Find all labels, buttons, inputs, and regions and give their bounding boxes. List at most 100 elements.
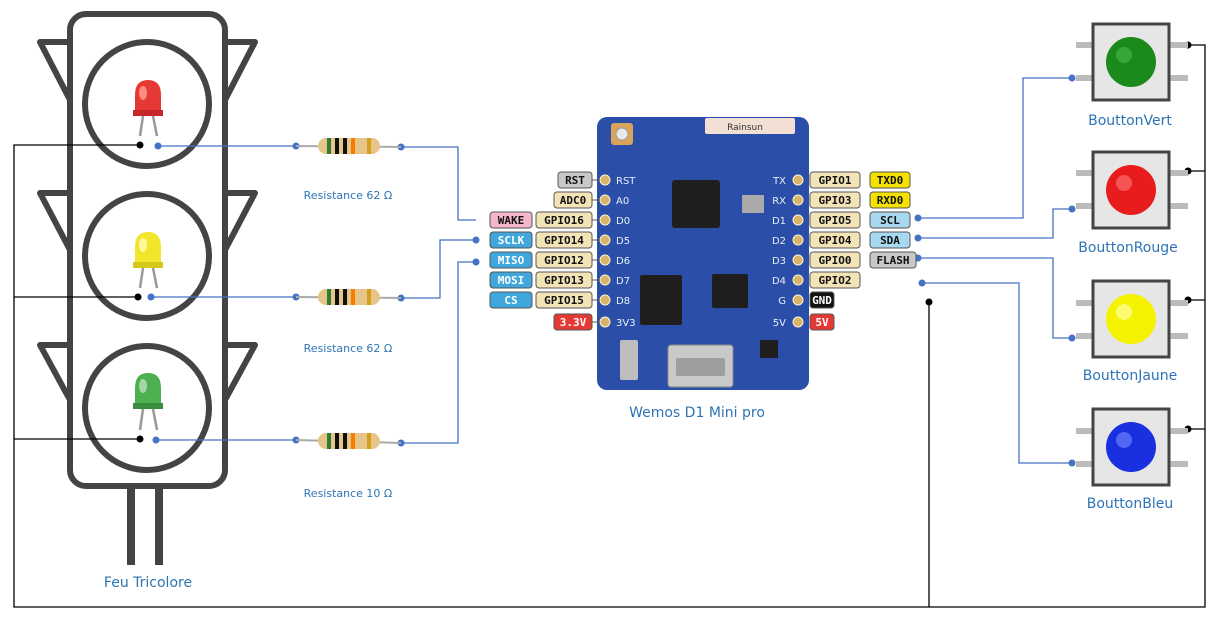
- left-pin-func-box: [489, 211, 533, 229]
- silk-right-label: D2: [772, 236, 786, 247]
- resistor-2-label: Resistance 62 Ω: [304, 342, 393, 355]
- resistor-3: [295, 433, 402, 449]
- right-pin-gpio-box: [809, 271, 861, 289]
- silk-right-label: TX: [772, 176, 786, 187]
- right-pin-gpio-box: [809, 191, 861, 209]
- chip-antenna-label: Rainsun: [727, 123, 763, 133]
- button-red: [1076, 150, 1188, 230]
- resistor-2: [295, 289, 402, 305]
- left-pin-gpio: RST: [565, 174, 585, 187]
- right-pin-func: SCL: [880, 214, 900, 227]
- chip-antenna: [705, 118, 795, 134]
- header-pad: [792, 294, 804, 306]
- board-label: Wemos D1 Mini pro: [629, 405, 765, 421]
- left-pin-gpio: ADC0: [560, 194, 587, 207]
- header-pad: [792, 174, 804, 186]
- header-pad: [599, 254, 611, 266]
- silk-left-label: 3V3: [616, 318, 636, 329]
- right-pin-func-box: [869, 191, 911, 209]
- left-pin-gpio: GPIO12: [544, 254, 584, 267]
- right-pin-func: FLASH: [876, 254, 909, 267]
- silk-right-label: 5V: [773, 318, 786, 329]
- right-pin-gpio-box: [809, 251, 861, 269]
- left-pin-func: CS: [504, 294, 517, 307]
- right-pin-gpio: GND: [812, 294, 832, 307]
- silk-right-label: G: [778, 296, 786, 307]
- silk-right-label: RX: [772, 196, 786, 207]
- left-pin-func: SCLK: [498, 234, 525, 247]
- header-pad: [599, 214, 611, 226]
- right-pin-gpio-box: [809, 171, 861, 189]
- button-blue-label: BouttonBleu: [1087, 496, 1173, 512]
- left-pin-func-box: [489, 291, 533, 309]
- right-pin-func: SDA: [880, 234, 900, 247]
- silk-left-label: D0: [616, 216, 630, 227]
- button-yellow-label: BouttonJaune: [1083, 368, 1178, 384]
- resistor-1-label: Resistance 62 Ω: [304, 189, 393, 202]
- led-yellow: [133, 232, 163, 289]
- header-pad: [792, 234, 804, 246]
- left-pin-func: WAKE: [498, 214, 525, 227]
- header-pad: [792, 194, 804, 206]
- right-pin-gpio: 5V: [815, 316, 829, 329]
- reset-button: [620, 340, 638, 380]
- right-pin-gpio-box: [809, 291, 835, 309]
- silk-left-label: D5: [616, 236, 630, 247]
- led-green: [133, 373, 163, 431]
- silk-right-label: D1: [772, 216, 786, 227]
- button-yellow: [1076, 279, 1188, 359]
- silk-left-label: D6: [616, 256, 630, 267]
- header-pad: [599, 274, 611, 286]
- left-pin-gpio: GPIO15: [544, 294, 584, 307]
- header-pad: [599, 316, 611, 328]
- flash-chip: [640, 275, 682, 325]
- header-pad: [599, 234, 611, 246]
- right-pin-func-box: [869, 231, 911, 249]
- silk-left-label: RST: [616, 176, 636, 187]
- left-pin-func-box: [489, 251, 533, 269]
- right-pin-func: RXD0: [877, 194, 904, 207]
- right-pin-gpio: GPIO1: [818, 174, 851, 187]
- header-pad: [599, 174, 611, 186]
- header-pad: [792, 254, 804, 266]
- left-pin-gpio: GPIO13: [544, 274, 584, 287]
- left-pin-gpio: GPIO14: [544, 234, 584, 247]
- resistor-3-label: Resistance 10 Ω: [304, 487, 393, 500]
- right-pin-gpio: GPIO5: [818, 214, 851, 227]
- right-pin-gpio: GPIO4: [818, 234, 851, 247]
- right-pin-gpio-box: [809, 313, 835, 331]
- button-green: [1076, 22, 1188, 102]
- resistor-1: [295, 138, 402, 154]
- right-pin-gpio-box: [809, 231, 861, 249]
- header-pad: [792, 274, 804, 286]
- silk-right-label: D3: [772, 256, 786, 267]
- right-pin-func-box: [869, 251, 917, 269]
- silk-left-label: D8: [616, 296, 630, 307]
- right-pin-gpio: GPIO0: [818, 254, 851, 267]
- signal-wires: [151, 77, 1072, 464]
- right-pin-gpio-box: [809, 211, 861, 229]
- header-pad: [792, 214, 804, 226]
- right-pin-gpio: GPIO3: [818, 194, 851, 207]
- button-red-label: BouttonRouge: [1078, 240, 1178, 256]
- silk-left-label: A0: [616, 196, 629, 207]
- led-red: [133, 80, 163, 137]
- button-blue: [1076, 407, 1188, 487]
- left-pin-gpio: 3.3V: [560, 316, 587, 329]
- left-pin-func: MISO: [498, 254, 525, 267]
- right-pin-func-box: [869, 211, 911, 229]
- header-pad: [599, 194, 611, 206]
- silk-right-label: D4: [772, 276, 786, 287]
- right-pin-func-box: [869, 171, 911, 189]
- header-pad: [792, 316, 804, 328]
- left-pin-func-box: [489, 231, 533, 249]
- right-pin-gpio: GPIO2: [818, 274, 851, 287]
- right-pin-func: TXD0: [877, 174, 904, 187]
- left-pin-func-box: [489, 271, 533, 289]
- header-pad: [599, 294, 611, 306]
- button-green-label: BouttonVert: [1088, 113, 1172, 129]
- left-pin-gpio: GPIO16: [544, 214, 584, 227]
